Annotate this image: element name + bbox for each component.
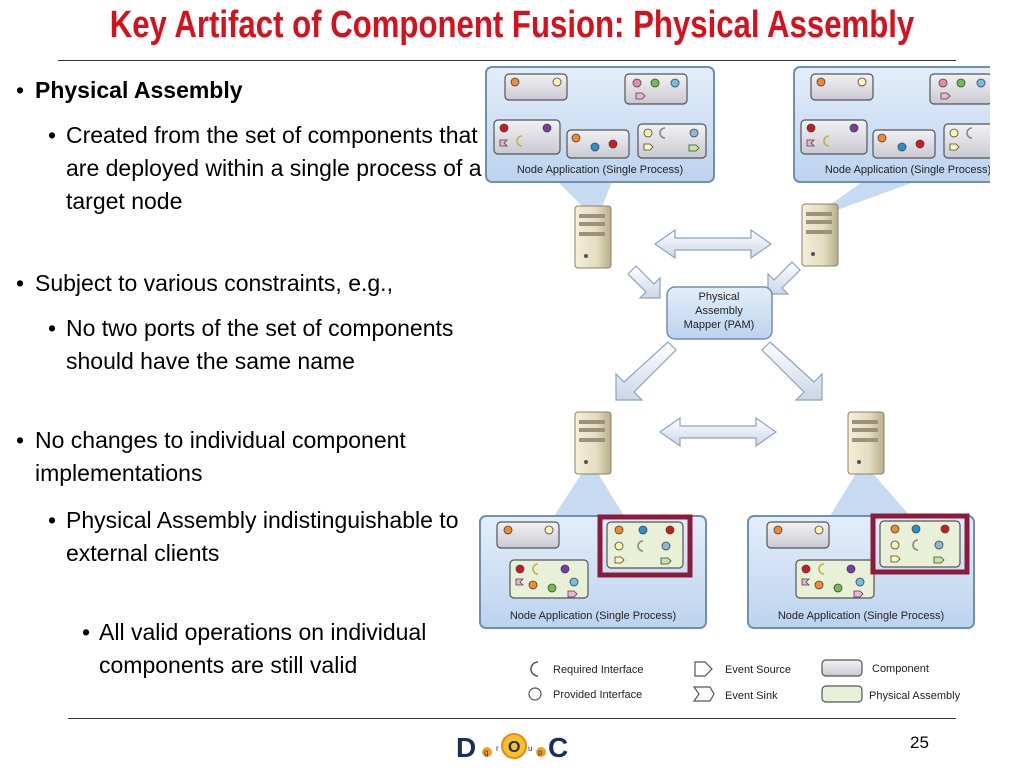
arrow-icon	[615, 341, 677, 401]
node-application-bottom-left: Node Application (Single Process)	[479, 514, 707, 629]
server-icon	[574, 205, 612, 269]
bullet-item: • No changes to individual component imp…	[16, 424, 496, 490]
node-label: Node Application (Single Process)	[517, 164, 683, 176]
pam-box: Physical Assembly Mapper (PAM)	[666, 286, 773, 340]
bullet-text: No two ports of the set of components sh…	[66, 315, 454, 374]
event-sink-icon	[692, 686, 715, 702]
beam	[830, 470, 910, 516]
slide-title: Key Artifact of Component Fusion: Physic…	[109, 4, 915, 46]
bullet-item: • Created from the set of components tha…	[48, 119, 498, 218]
logo-letter: C	[548, 732, 568, 762]
legend-event-sink: Event Sink	[725, 690, 778, 702]
arrow-icon	[767, 261, 801, 295]
bidirectional-arrow-icon	[658, 416, 778, 448]
assembly-highlight	[870, 513, 970, 575]
bullet-text: Subject to various constraints, e.g.,	[35, 270, 393, 296]
doc-group-logo: D g r O u p C	[456, 732, 568, 762]
bidirectional-arrow-icon	[653, 228, 773, 260]
provided-interface-icon	[528, 687, 542, 701]
component-swatch	[821, 659, 863, 677]
server-icon	[847, 411, 885, 475]
logo-letter: D	[456, 732, 476, 762]
bullet-item: • No two ports of the set of components …	[48, 312, 498, 378]
assembly-highlight	[597, 514, 693, 578]
bullet-text: All valid operations on individual compo…	[99, 619, 427, 678]
server-icon	[801, 203, 839, 267]
node-label: Node Application (Single Process)	[825, 164, 990, 176]
node-label: Node Application (Single Process)	[510, 610, 676, 622]
bullet-item: • All valid operations on individual com…	[82, 616, 492, 682]
beam	[820, 182, 914, 212]
bullet-item: • Physical Assembly indistinguishable to…	[48, 504, 498, 570]
server-icon	[574, 411, 612, 475]
required-interface-icon	[530, 661, 539, 677]
pam-label-line: Physical	[699, 291, 740, 303]
bullet-text: Created from the set of components that …	[66, 122, 482, 214]
logo-letter: p	[538, 748, 543, 757]
physical-assembly-swatch	[821, 685, 863, 703]
beam	[558, 182, 612, 212]
node-application-top-left: Node Application (Single Process)	[485, 66, 715, 183]
arrow-icon	[627, 265, 661, 299]
page-number: 25	[910, 733, 929, 752]
legend-physical-assembly: Physical Assembly	[869, 690, 961, 702]
arrow-icon	[761, 341, 823, 401]
logo-letter: u	[528, 744, 532, 753]
legend-component: Component	[872, 663, 929, 675]
legend-event-source: Event Source	[725, 664, 791, 676]
logo-letter: O	[508, 739, 520, 756]
deployment-diagram: Node Application (Single Process) Node A…	[479, 66, 990, 703]
bullet-text: No changes to individual component imple…	[35, 427, 406, 486]
legend: Required Interface Provided Interface Ev…	[528, 659, 961, 703]
logo-letter: g	[484, 748, 488, 757]
beam	[554, 470, 624, 516]
bullet-item: • Subject to various constraints, e.g.,	[16, 267, 496, 300]
bullet-text: Physical Assembly indistinguishable to e…	[66, 507, 459, 566]
event-source-icon	[694, 661, 713, 677]
node-application-bottom-right: Node Application (Single Process)	[747, 513, 975, 629]
pam-label-line: Assembly	[695, 305, 743, 317]
bullet-text: Physical Assembly	[35, 77, 243, 103]
node-application-top-right: Node Application (Single Process)	[793, 66, 990, 183]
node-label: Node Application (Single Process)	[778, 610, 944, 622]
footer-divider	[68, 718, 956, 719]
title-divider	[58, 60, 956, 61]
legend-provided-interface: Provided Interface	[553, 689, 642, 701]
logo-letter: r	[496, 744, 499, 753]
bullet-item: • Physical Assembly	[16, 74, 496, 107]
pam-label-line: Mapper (PAM)	[684, 319, 755, 331]
legend-required-interface: Required Interface	[553, 664, 644, 676]
